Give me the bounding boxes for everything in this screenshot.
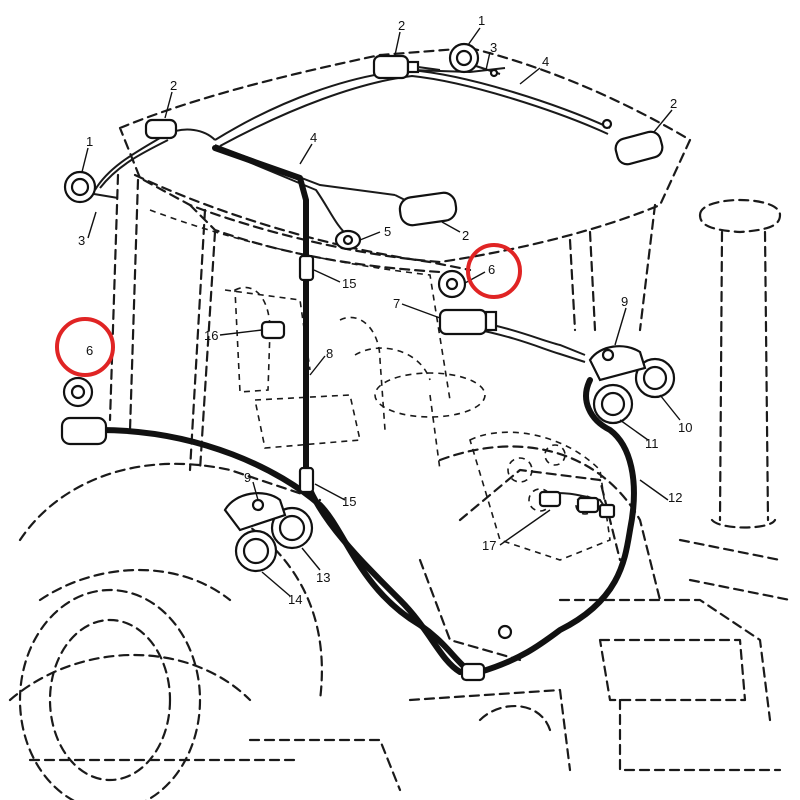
ground-junction (460, 624, 513, 682)
seat-switch-16 (260, 320, 286, 340)
switch-housing-left (60, 416, 108, 446)
label-13: 13 (316, 570, 330, 585)
flood-lamp-right (601, 118, 664, 166)
label-14: 14 (288, 592, 302, 607)
highlight-circles (55, 243, 522, 377)
callout-labels: 1 2 3 4 2 2 1 3 4 5 2 15 6 7 16 8 9 6 10… (78, 13, 692, 607)
label-15-lower: 15 (342, 494, 356, 509)
highlight-circle-6-right (466, 243, 522, 299)
connector-block-17 (538, 490, 616, 519)
work-lamp-left (63, 170, 119, 204)
label-5: 5 (384, 224, 391, 239)
switch-6-right (437, 269, 467, 299)
cab-outline (108, 46, 692, 472)
switch-module-7 (438, 308, 498, 336)
label-16: 16 (204, 328, 218, 343)
main-harness (97, 145, 637, 675)
label-15-upper: 15 (342, 276, 356, 291)
flood-lamp-upper-left (144, 118, 178, 140)
label-8: 8 (326, 346, 333, 361)
leader-lines (81, 27, 681, 597)
headlamp-cluster-left (223, 492, 314, 573)
highlight-circle-6-left (55, 317, 115, 377)
seat-and-wheel (234, 286, 486, 471)
label-2-center: 2 (462, 228, 469, 243)
headlamp-cluster-right (588, 345, 676, 425)
label-2-right: 2 (670, 96, 677, 111)
label-4-mid: 4 (310, 130, 317, 145)
label-4-right: 4 (542, 54, 549, 69)
inline-fuse-lower (298, 466, 315, 494)
label-9-left: 9 (244, 470, 251, 485)
flood-lamp-center (394, 191, 458, 227)
label-3-top: 3 (490, 40, 497, 55)
label-7: 7 (393, 296, 400, 311)
label-6-right: 6 (488, 262, 495, 277)
label-11: 11 (645, 436, 659, 451)
label-1-top: 1 (478, 13, 485, 28)
work-lamp-top (448, 42, 501, 78)
label-17: 17 (482, 538, 496, 553)
label-9-right: 9 (621, 294, 628, 309)
flood-lamp-top-center (372, 54, 441, 80)
label-10: 10 (678, 420, 692, 435)
label-2-upper-left: 2 (170, 78, 177, 93)
connector-5 (334, 229, 362, 251)
label-6-left: 6 (86, 343, 93, 358)
label-1-left: 1 (86, 134, 93, 149)
switch-6-left (62, 376, 94, 408)
label-12: 12 (668, 490, 682, 505)
exhaust-stack (698, 199, 782, 529)
label-3-left: 3 (78, 233, 85, 248)
inline-fuse-upper (298, 254, 315, 282)
label-2-top-center: 2 (398, 18, 405, 33)
